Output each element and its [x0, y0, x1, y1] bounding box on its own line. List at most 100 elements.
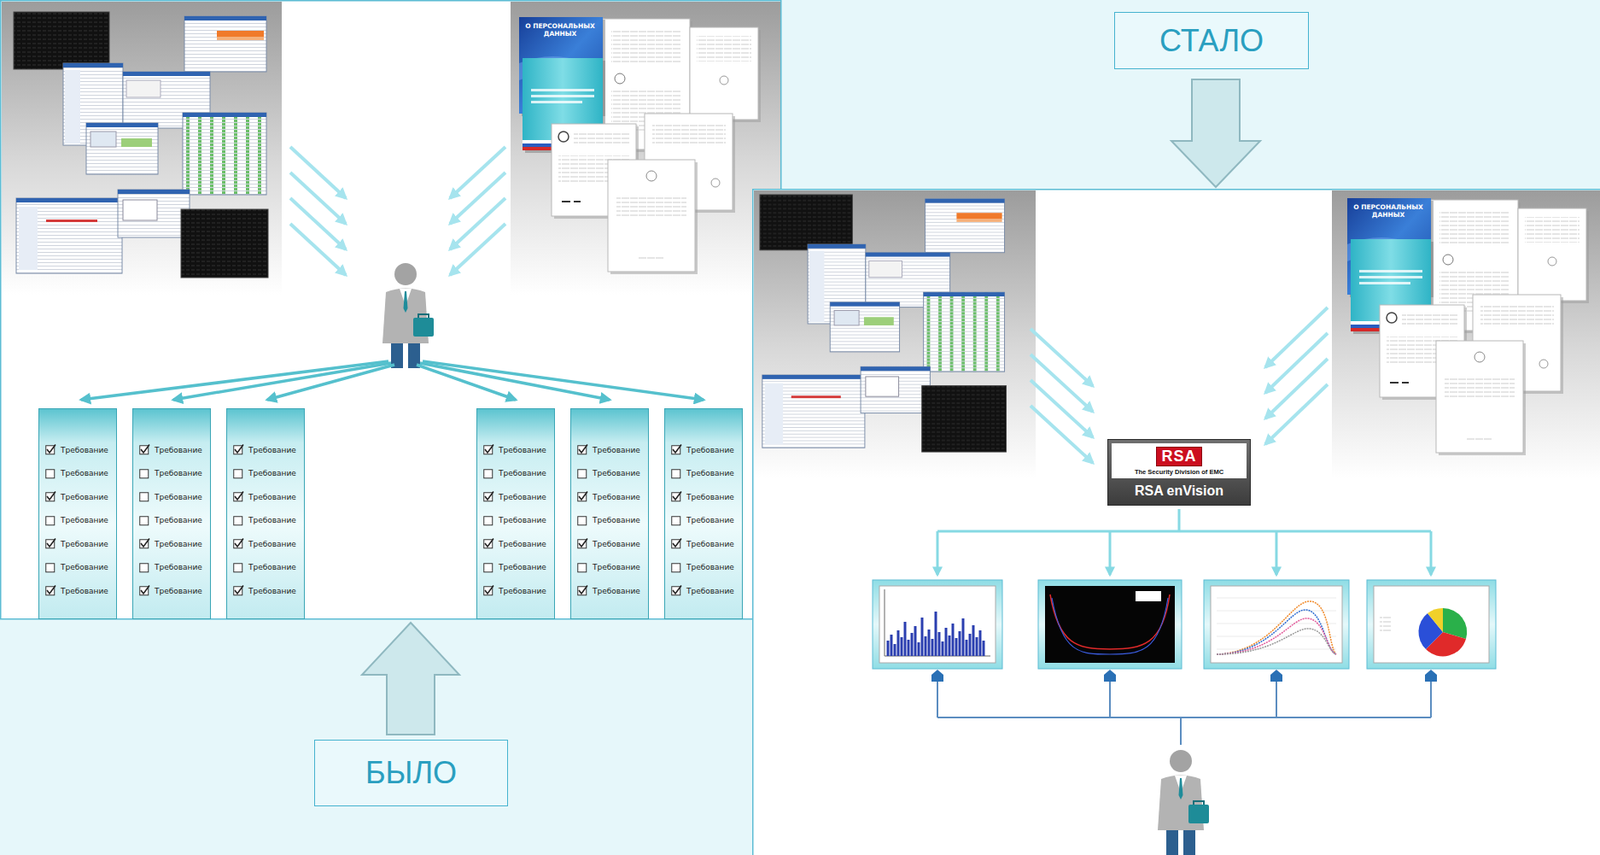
checkbox — [671, 443, 683, 456]
bar-chart — [872, 579, 1003, 669]
check-mark — [578, 491, 588, 501]
before-panel — [382, 262, 434, 368]
brand-logo: RSA — [1156, 446, 1202, 467]
requirement-row: Требование — [233, 484, 304, 509]
checkbox — [483, 443, 495, 456]
report-tree — [1109, 531, 1112, 575]
curve-chart — [1045, 585, 1175, 663]
curve-chart — [1038, 579, 1182, 669]
check-mark — [234, 538, 244, 548]
requirement-row: Требование — [139, 484, 211, 509]
requirement-text: Требование — [592, 562, 641, 572]
check-mark — [578, 538, 588, 548]
line-chart — [1216, 618, 1337, 655]
checkbox — [577, 514, 589, 526]
check-mark — [46, 585, 56, 595]
requirement-text: Требование — [248, 492, 297, 502]
before-panel — [519, 17, 761, 275]
curve-chart — [1051, 597, 1168, 655]
checkbox — [139, 490, 151, 503]
check-mark — [46, 491, 56, 501]
bar-chart — [879, 585, 996, 663]
up-arrow — [362, 622, 460, 735]
pie-chart — [1366, 579, 1496, 669]
link-heads — [931, 669, 944, 682]
requirement-row: Требование — [577, 531, 649, 556]
checkbox — [140, 469, 149, 479]
requirement-text: Требование — [498, 539, 547, 549]
check-mark — [234, 444, 244, 454]
check-mark — [672, 585, 682, 595]
checkbox — [233, 443, 245, 456]
requirement-row: Требование — [139, 508, 211, 533]
requirement-text: Требование — [592, 586, 641, 596]
requirement-row: Требование — [483, 437, 555, 462]
input-arrows — [290, 172, 346, 224]
book-title: О ПЕРСОНАЛЬНЫХ ДАННЫХ — [1350, 203, 1426, 219]
checkbox — [671, 467, 683, 479]
checkbox — [140, 563, 149, 573]
requirement-row: Требование — [45, 461, 117, 486]
requirement-row: Требование — [671, 531, 742, 556]
checkbox — [139, 443, 151, 456]
check-mark — [484, 444, 494, 454]
requirement-text: Требование — [498, 445, 547, 455]
requirement-row: Требование — [139, 578, 211, 603]
checkbox — [671, 563, 681, 573]
requirement-row: Требование — [671, 437, 742, 462]
checkbox — [577, 467, 589, 479]
requirement-text: Требование — [592, 492, 641, 502]
requirement-row: Требование — [577, 578, 649, 603]
checkbox — [139, 514, 151, 526]
checkbox — [671, 561, 683, 573]
requirement-row: Требование — [139, 555, 211, 580]
checkbox — [577, 537, 589, 549]
check-mark — [46, 444, 56, 454]
checkbox — [483, 514, 495, 526]
checkbox — [139, 561, 151, 573]
checkbox — [577, 584, 589, 596]
requirement-row: Требование — [483, 531, 555, 556]
requirement-text: Требование — [60, 445, 109, 455]
checkbox — [45, 584, 57, 596]
input-arrows — [290, 198, 346, 250]
checkbox — [671, 584, 683, 596]
requirement-text: Требование — [248, 562, 297, 572]
requirement-text: Требование — [498, 515, 547, 525]
state-text: БЫЛО — [365, 754, 457, 791]
requirement-row: Требование — [233, 578, 304, 603]
requirement-row: Требование — [483, 555, 555, 580]
link-heads — [931, 669, 1437, 682]
requirement-text: Требование — [686, 586, 735, 596]
checkbox — [140, 492, 149, 502]
requirement-row: Требование — [671, 484, 742, 509]
requirement-row: Требование — [577, 508, 649, 533]
input-arrows — [290, 146, 346, 199]
check-mark — [484, 585, 494, 595]
user-links — [937, 679, 1431, 745]
state-label: СТАЛО — [1114, 11, 1309, 70]
requirement-row: Требование — [577, 461, 649, 486]
curve-chart — [1135, 590, 1162, 602]
checkbox — [46, 516, 55, 526]
brand-tagline: The Security Division of EMC — [1134, 467, 1224, 476]
checkbox — [483, 490, 495, 503]
link-heads — [1424, 669, 1437, 682]
line-chart — [1216, 609, 1337, 655]
requirement-row: Требование — [233, 531, 304, 556]
requirement-text: Требование — [60, 586, 109, 596]
link-heads — [1270, 669, 1283, 682]
report-tree — [1275, 531, 1279, 575]
requirement-text: Требование — [592, 539, 641, 549]
requirement-row: Требование — [483, 461, 555, 486]
checkbox — [46, 563, 55, 573]
check-mark — [578, 444, 588, 454]
requirement-row: Требование — [233, 508, 304, 533]
input-arrows — [290, 146, 506, 275]
before-panel — [0, 0, 782, 619]
before-panel — [510, 1, 781, 295]
report-tree — [936, 531, 940, 575]
check-mark — [140, 538, 150, 548]
requirement-list: ТребованиеТребованиеТребованиеТребование… — [570, 408, 649, 619]
